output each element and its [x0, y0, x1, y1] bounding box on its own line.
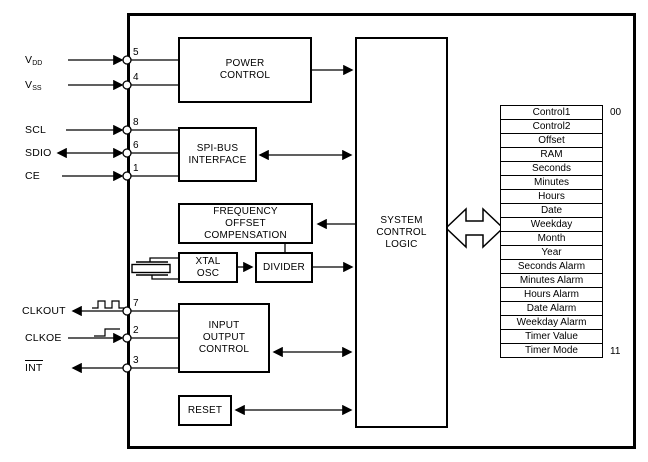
pin-pad-2 — [122, 333, 132, 343]
pin-pad-8 — [122, 125, 132, 135]
pin-label-clkoe: CLKOE — [25, 332, 62, 344]
register-row: Hours — [500, 189, 603, 204]
pin-pads — [122, 55, 132, 373]
clock-pulse-waveform-icon — [92, 300, 124, 309]
pin-label-vdd-sub: DD — [32, 60, 43, 67]
register-row: Hours Alarm — [500, 287, 603, 302]
pin-label-scl: SCL — [25, 124, 47, 136]
pin-number-4: 4 — [133, 72, 139, 83]
register-row: Date Alarm — [500, 301, 603, 316]
bidirectional-bus-arrow-icon — [444, 207, 505, 249]
register-address-last: 11 — [610, 346, 621, 357]
register-row: Weekday Alarm — [500, 315, 603, 330]
pin-pad-7 — [122, 306, 132, 316]
pin-label-sdio: SDIO — [25, 147, 52, 159]
pin-pad-6 — [122, 148, 132, 158]
block-power-control: POWER CONTROL — [178, 37, 312, 103]
wires — [56, 54, 355, 416]
pin-pad-3 — [122, 363, 132, 373]
pin-label-vss-text: V — [25, 79, 33, 91]
register-row: Minutes — [500, 175, 603, 190]
pin-number-6: 6 — [133, 140, 139, 151]
step-waveform-icon — [94, 328, 120, 337]
block-system-control-logic: SYSTEM CONTROL LOGIC — [355, 37, 448, 428]
pin-label-vss: VSS — [25, 78, 42, 96]
register-row: Timer Value — [500, 329, 603, 344]
pin-label-clkout: CLKOUT — [22, 305, 66, 317]
pin-pad-5 — [122, 55, 132, 65]
pin-pad-1 — [122, 171, 132, 181]
register-row: Seconds — [500, 161, 603, 176]
pin-label-ce: CE — [25, 170, 40, 182]
chip-boundary — [127, 13, 636, 449]
register-row: Weekday — [500, 217, 603, 232]
register-row: Offset — [500, 133, 603, 148]
register-row: Control1 — [500, 105, 603, 120]
block-input-output-control: INPUT OUTPUT CONTROL — [178, 303, 270, 373]
pin-label-vdd-text: V — [25, 54, 33, 66]
block-spi-bus-interface: SPI-BUS INTERFACE — [178, 127, 257, 182]
pin-number-2: 2 — [133, 325, 139, 336]
pin-number-8: 8 — [133, 117, 139, 128]
block-reset: RESET — [178, 395, 232, 426]
pin-number-5: 5 — [133, 47, 139, 58]
register-row: Year — [500, 245, 603, 260]
crystal-icon — [131, 257, 178, 280]
pin-label-int-text: INT — [25, 360, 43, 374]
pin-label-vdd: VDD — [25, 53, 42, 71]
register-row: Control2 — [500, 119, 603, 134]
pin-number-3: 3 — [133, 355, 139, 366]
block-divider: DIVIDER — [255, 252, 313, 283]
block-frequency-offset-compensation: FREQUENCY OFFSET COMPENSATION — [178, 203, 313, 244]
register-row: Month — [500, 231, 603, 246]
register-row: RAM — [500, 147, 603, 162]
register-address-first: 00 — [610, 107, 622, 118]
register-row: Date — [500, 203, 603, 218]
pin-label-vss-sub: SS — [32, 85, 42, 92]
pin-pad-4 — [122, 80, 132, 90]
block-xtal-osc: XTAL OSC — [178, 252, 238, 283]
register-row: Seconds Alarm — [500, 259, 603, 274]
pin-number-7: 7 — [133, 298, 139, 309]
register-row: Minutes Alarm — [500, 273, 603, 288]
pin-label-int: INT — [25, 360, 43, 375]
pin-number-1: 1 — [133, 163, 139, 174]
register-row: Timer Mode — [500, 343, 603, 358]
